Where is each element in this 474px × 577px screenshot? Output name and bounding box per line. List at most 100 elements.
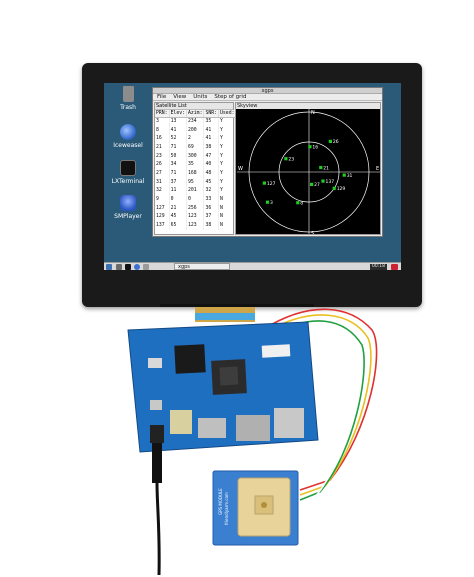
table-cell: 32 xyxy=(155,186,170,196)
taskbar-task-xgps[interactable]: xgps xyxy=(174,263,230,270)
table-cell: 137 xyxy=(155,221,170,230)
satellite-list-header: Satellite List xyxy=(155,103,233,110)
desktop-switch-icon[interactable] xyxy=(143,264,149,270)
gpio-header xyxy=(261,344,291,358)
satellite-marker xyxy=(265,200,270,204)
hdmi-port xyxy=(198,418,226,438)
desktop-icon-lxterminal[interactable]: LXTerminal xyxy=(106,160,150,185)
label-west: W xyxy=(238,166,243,172)
desktop-icon-label: Trash xyxy=(120,104,136,111)
table-cell: 13 xyxy=(169,117,188,126)
antenna-feed xyxy=(261,502,267,508)
table-cell: 256 xyxy=(186,203,205,213)
table-cell: 123 xyxy=(186,221,205,230)
desktop-icon-iceweasel[interactable]: Iceweasel xyxy=(106,124,150,149)
satellite-marker xyxy=(308,145,312,149)
start-menu-icon[interactable] xyxy=(106,264,112,270)
power-icon[interactable] xyxy=(391,264,398,270)
browser-launcher-icon[interactable] xyxy=(134,264,140,270)
satellite-marker xyxy=(342,173,346,177)
satellite-marker xyxy=(321,179,325,183)
table-cell: 31 xyxy=(155,177,170,187)
label-north: N xyxy=(311,110,315,116)
table-header-row: PRN: Elev: Azim: SNR: Used: xyxy=(155,110,237,118)
table-cell: 71 xyxy=(169,169,188,178)
table-cell: 21 xyxy=(155,143,170,152)
satellite-marker xyxy=(284,157,288,161)
desktop-icon-label: LXTerminal xyxy=(111,178,145,185)
lcd-monitor: Trash Iceweasel LXTerminal SMPlayer xgps… xyxy=(82,63,422,307)
board-component xyxy=(150,400,162,410)
desktop-screen: Trash Iceweasel LXTerminal SMPlayer xgps… xyxy=(104,83,401,270)
menu-step-of-grid[interactable]: Step of grid xyxy=(214,94,247,100)
table-cell: 127 xyxy=(155,203,170,213)
satellite-label: 26 xyxy=(333,139,339,145)
table-cell: 41 xyxy=(203,134,220,144)
taskbar: xgps 00:18 xyxy=(104,262,401,270)
satellite-label: 3 xyxy=(270,200,273,206)
satellite-list-panel: Satellite List PRN: Elev: Azim: SNR: Use… xyxy=(154,102,237,235)
table-cell: 47 xyxy=(203,151,220,161)
satellite-label: 23 xyxy=(288,157,294,163)
table-cell: 27 xyxy=(155,169,170,178)
desktop-icon-label: Iceweasel xyxy=(113,142,143,149)
table-cell: 11 xyxy=(169,186,188,196)
wire-white xyxy=(267,325,359,506)
iceweasel-icon xyxy=(120,124,136,140)
satellite-marker xyxy=(262,181,266,185)
column-elev: Elev: xyxy=(169,110,188,118)
table-cell: 38 xyxy=(203,143,220,152)
label-east: E xyxy=(376,166,379,172)
table-cell: 26 xyxy=(155,160,170,170)
table-cell: 95 xyxy=(186,177,205,187)
table-cell: 65 xyxy=(169,221,188,230)
satellite-label: 16 xyxy=(312,145,318,151)
satellite-label: 31 xyxy=(347,173,353,179)
satellite-marker xyxy=(319,165,323,170)
table-cell: 200 xyxy=(186,125,205,135)
ribbon-connector xyxy=(195,313,255,320)
column-azim: Azim: xyxy=(186,110,205,118)
trash-icon xyxy=(122,86,134,102)
satellite-marker xyxy=(296,201,300,205)
column-snr: SNR: xyxy=(203,110,220,118)
menu-units[interactable]: Units xyxy=(193,94,208,100)
table-cell: 3 xyxy=(155,117,170,126)
xgps-window: xgps File View Units Step of grid Satell… xyxy=(152,87,383,237)
desktop-icon-label: SMPlayer xyxy=(114,213,142,220)
satellite-label: 137 xyxy=(326,179,335,185)
window-title[interactable]: xgps xyxy=(153,88,382,94)
wire-red xyxy=(261,308,378,491)
desktop-icon-smplayer[interactable]: SMPlayer xyxy=(106,195,150,220)
table-cell: 71 xyxy=(169,143,188,152)
table-cell: 48 xyxy=(203,169,220,178)
power-cable xyxy=(155,482,161,576)
file-manager-icon[interactable] xyxy=(116,264,122,270)
menu-view[interactable]: View xyxy=(173,94,187,100)
table-cell: 0 xyxy=(169,195,188,204)
table-cell: 38 xyxy=(203,221,220,230)
column-prn: PRN: xyxy=(155,110,170,118)
table-cell: 16 xyxy=(155,134,170,144)
table-cell: 300 xyxy=(186,151,205,161)
satellite-marker xyxy=(328,139,332,143)
table-cell: 168 xyxy=(186,169,205,178)
table-cell: 9 xyxy=(155,195,170,204)
terminal-launcher-icon[interactable] xyxy=(125,264,131,270)
monitor-bottom-edge xyxy=(160,304,314,307)
label-south: S xyxy=(311,231,314,235)
desktop-icon-trash[interactable]: Trash xyxy=(106,86,150,111)
power-jack xyxy=(150,425,164,443)
soc-heatsink xyxy=(174,344,206,374)
menu-file[interactable]: File xyxy=(157,94,167,100)
table-cell: 35 xyxy=(186,160,205,170)
table-cell: 21 xyxy=(169,203,188,213)
table-cell: 41 xyxy=(169,125,188,135)
